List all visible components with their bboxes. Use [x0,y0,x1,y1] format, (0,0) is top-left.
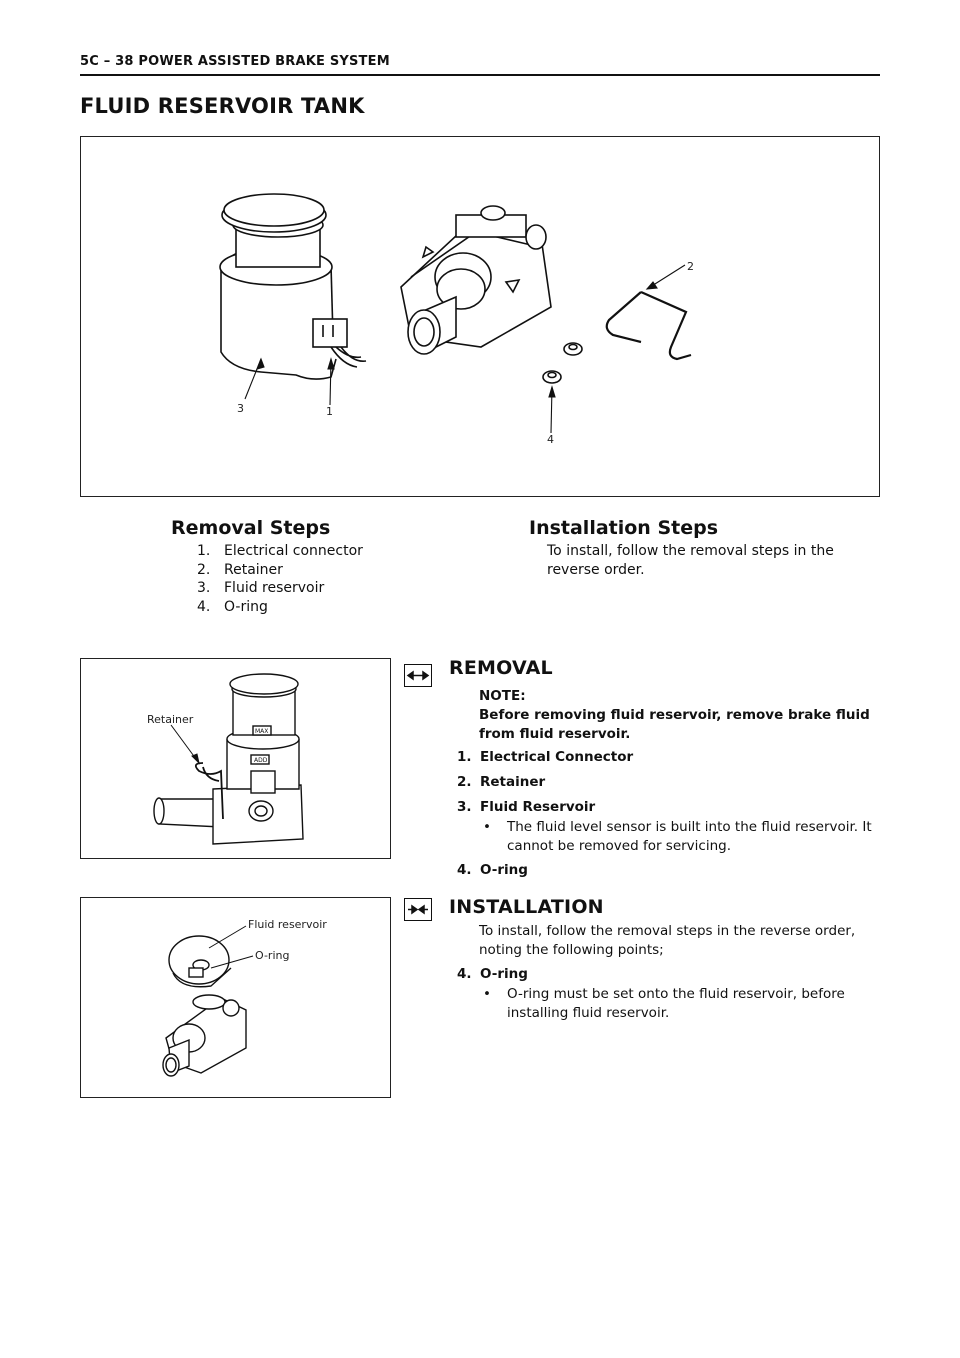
installation-heading: INSTALLATION [449,896,604,918]
double-arrow-together-icon [408,904,428,915]
note-text: Before removing fluid reservoir, remove … [479,707,870,742]
installation-steps-text: To install, follow the removal steps in … [547,543,834,578]
installation-item-4: 4.O-ring [457,966,528,982]
callout-2: 2 [687,260,694,273]
removal-illustration: MAX ADD Retainer [147,673,304,845]
removal-item-2: 2.Retainer [457,774,546,790]
list-item: 1.Electrical connector [197,543,363,559]
installation-steps-heading: Installation Steps [529,517,719,539]
double-arrow-apart-icon [406,670,430,681]
removal-steps-list: 1.Electrical connector 2.Retainer 3.Flui… [197,542,363,617]
removal-icon [404,664,432,687]
page-title: FLUID RESERVOIR TANK [80,94,365,118]
installation-bullet: • O-ring must be set onto the fluid rese… [483,986,845,1021]
list-item: 4.O-ring [197,599,268,616]
removal-item-1: 1.Electrical Connector [457,749,634,765]
installation-intro: To install, follow the removal steps in … [479,923,856,958]
exploded-view-figure: 3 1 2 4 [80,136,880,497]
installation-figure: Fluid reservoir O-ring [80,897,391,1098]
removal-bullet: • The fluid level sensor is built into t… [483,819,872,854]
callout-3: 3 [237,402,244,415]
removal-item-4: 4.O-ring [457,862,528,878]
note-label: NOTE: [479,688,526,704]
callout-1: 1 [326,405,333,418]
removal-steps-heading: Removal Steps [171,517,331,539]
list-item: 2.Retainer [197,561,283,578]
removal-figure: MAX ADD Retainer [80,658,391,859]
exploded-view-illustration: 3 1 2 4 [219,193,694,446]
callout-4: 4 [547,433,554,446]
header-text: 5C – 38 POWER ASSISTED BRAKE SYSTEM [80,54,390,69]
removal-item-3: 3.Fluid Reservoir [457,799,596,815]
list-item: 3.Fluid reservoir [197,580,325,597]
fluid-reservoir-label: Fluid reservoir [248,918,327,931]
installation-illustration: Fluid reservoir O-ring [162,918,327,1077]
o-ring-label: O-ring [255,949,289,962]
bullet-dot: • [483,819,491,835]
page-header: 5C – 38 POWER ASSISTED BRAKE SYSTEM [80,52,880,76]
add-mark: ADD [254,757,268,764]
removal-heading: REMOVAL [449,657,553,679]
max-mark: MAX [255,728,268,735]
retainer-label: Retainer [147,713,194,726]
installation-icon [404,898,432,921]
bullet-dot: • [483,986,491,1002]
